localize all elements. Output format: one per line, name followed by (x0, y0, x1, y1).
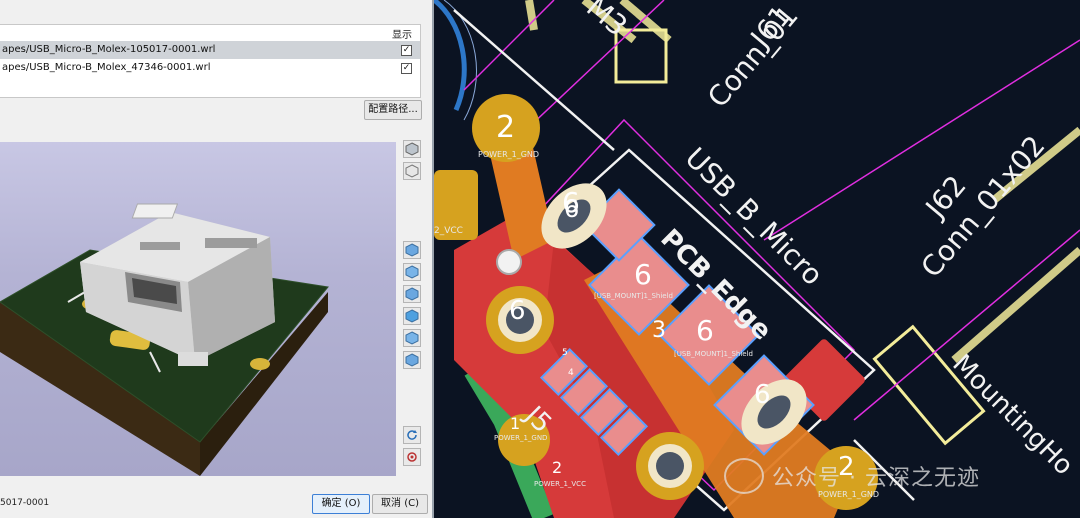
pad-number: 3 (652, 318, 666, 343)
footprint-name: 5017-0001 (0, 498, 50, 508)
pad-number: 6 (564, 195, 580, 223)
column-header-show: 显示 (392, 30, 412, 41)
view-back-cube-icon[interactable] (403, 263, 421, 281)
pad-number: 4 (568, 368, 574, 378)
pcb-drawing (434, 0, 1080, 518)
model-row[interactable]: apes/USB_Micro-B_Molex_47346-0001.wrl ✓ (0, 59, 420, 77)
watermark-text: 公众号 · 云深之无迹 (772, 466, 980, 491)
show-checkbox[interactable]: ✓ (401, 63, 412, 74)
model-path: apes/USB_Micro-B_Molex_47346-0001.wrl (2, 62, 211, 73)
pad-number: 6 (562, 186, 580, 219)
cancel-button[interactable]: 取消 (C) (372, 494, 428, 514)
reload-icon[interactable] (403, 426, 421, 444)
ok-button[interactable]: 确定 (O) (312, 494, 370, 514)
view-bottom-cube-icon[interactable] (403, 351, 421, 369)
pad-number: 6 (696, 314, 714, 347)
3d-preview-viewport[interactable] (0, 142, 396, 476)
view-top-cube-icon[interactable] (403, 329, 421, 347)
show-checkbox[interactable]: ✓ (401, 45, 412, 56)
net-label: POWER_1_GND (494, 434, 548, 442)
model-row[interactable]: apes/USB_Micro-B_Molex-105017-0001.wrl ✓ (0, 41, 420, 59)
pad-number: 2 (838, 452, 855, 482)
pad-number: 2 (552, 458, 563, 477)
pad-number: 6 (509, 296, 526, 326)
net-label: POWER_1_GND (818, 490, 880, 499)
pad-number: 2 (496, 110, 516, 145)
configure-paths-button[interactable]: 配置路径... (364, 100, 422, 120)
net-label: [USB_MOUNT]1_Shield (594, 292, 673, 300)
net-label: POWER_1_GND (478, 150, 540, 159)
view-right-cube-icon[interactable] (403, 307, 421, 325)
net-label: POWER_1_VCC (534, 480, 586, 488)
net-label: [USB_MOUNT]1_Shield (674, 350, 753, 358)
view-iso-cube-icon[interactable] (403, 140, 421, 158)
watermark: 公众号 · 云深之无迹 (724, 456, 1080, 496)
pad-number: 5 (562, 348, 568, 358)
3d-model-dialog: 显示 apes/USB_Micro-B_Molex-105017-0001.wr… (0, 0, 434, 518)
view-front-cube-icon[interactable] (403, 241, 421, 259)
pad-number: 1 (510, 414, 521, 433)
view-left-cube-icon[interactable] (403, 285, 421, 303)
view-wire-cube-icon[interactable] (403, 162, 421, 180)
usb-connector-3d-render (0, 203, 329, 476)
settings-icon[interactable] (403, 448, 421, 466)
pad-number: 6 (754, 380, 771, 410)
pcb-editor-canvas[interactable]: Conn_01 J61 M3 J62 Conn_01x02 USB_B_Micr… (434, 0, 1080, 518)
model-list-header: 显示 (0, 25, 420, 42)
pad-number: 6 (634, 258, 652, 291)
model-list-table: 显示 apes/USB_Micro-B_Molex-105017-0001.wr… (0, 24, 421, 98)
net-label: 2_VCC (434, 226, 463, 236)
model-path: apes/USB_Micro-B_Molex-105017-0001.wrl (2, 44, 216, 55)
wechat-icon (724, 458, 764, 494)
